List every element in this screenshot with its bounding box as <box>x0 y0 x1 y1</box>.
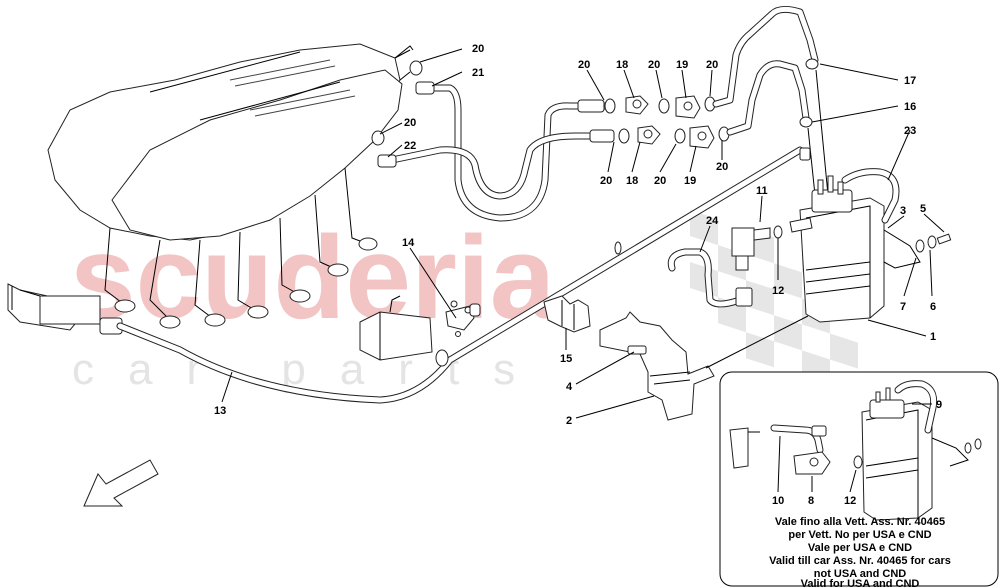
callout-22: 22 <box>404 140 416 152</box>
callout-20: 20 <box>600 175 612 187</box>
callout-20: 20 <box>472 43 484 55</box>
note-line-3: Vale per USA e CND <box>808 542 912 554</box>
callout-7: 7 <box>900 301 906 313</box>
callout-23: 23 <box>904 125 916 137</box>
lower-pipe-22 <box>377 132 604 200</box>
upper-pipe-21 <box>415 81 612 222</box>
callout-20: 20 <box>716 161 728 173</box>
callout-12: 12 <box>844 495 856 507</box>
charcoal-canister <box>799 168 952 323</box>
clip-15 <box>543 295 591 333</box>
callout-18: 18 <box>616 59 628 71</box>
mounting-bracket-2 <box>599 311 715 421</box>
inset-note: Vale fino alla Vett. Ass. Nr. 40465 per … <box>769 516 951 588</box>
callout-24: 24 <box>706 215 719 227</box>
callout-4: 4 <box>566 381 573 393</box>
callout-19: 19 <box>676 59 688 71</box>
watermark-sub: car parts <box>72 345 549 394</box>
callout-20: 20 <box>706 59 718 71</box>
valve-row-bottom <box>589 125 730 149</box>
note-line-4: Valid till car Ass. Nr. 40465 for cars <box>769 555 951 567</box>
callout-2: 2 <box>566 415 572 427</box>
callout-18: 18 <box>626 175 638 187</box>
callout-10: 10 <box>772 495 784 507</box>
callout-20: 20 <box>648 59 660 71</box>
callout-20: 20 <box>654 175 666 187</box>
note-line-6: Valid for USA and CND <box>801 578 920 588</box>
leader-lines <box>221 48 945 493</box>
pipe-13 <box>116 146 804 404</box>
callout-12: 12 <box>772 285 784 297</box>
callout-labels: 20 21 20 22 20 18 20 19 20 17 16 23 20 1… <box>214 43 942 507</box>
purge-valve-left <box>7 283 123 335</box>
inset-panel <box>719 371 999 587</box>
callout-19: 19 <box>684 175 696 187</box>
callout-6: 6 <box>930 301 936 313</box>
upper-right-pipes <box>712 5 829 196</box>
note-line-1: Vale fino alla Vett. Ass. Nr. 40465 <box>775 516 945 528</box>
valve-row-top <box>577 95 716 119</box>
callout-5: 5 <box>920 203 926 215</box>
clamps-left <box>371 60 423 146</box>
callout-15: 15 <box>560 353 572 365</box>
bracket-14 <box>359 295 481 361</box>
callout-20: 20 <box>578 59 590 71</box>
hose-24 <box>667 248 753 308</box>
callout-3: 3 <box>900 205 906 217</box>
engine-intake-manifold <box>47 43 414 329</box>
callout-13: 13 <box>214 405 226 417</box>
callout-11: 11 <box>756 185 768 197</box>
callout-21: 21 <box>472 67 484 79</box>
callout-9: 9 <box>936 399 942 411</box>
callout-16: 16 <box>904 101 916 113</box>
solenoid-valve-11 <box>731 217 813 271</box>
note-line-2: per Vett. No per USA e CND <box>788 529 931 541</box>
callout-14: 14 <box>402 237 415 249</box>
callout-1: 1 <box>930 331 936 343</box>
callout-20: 20 <box>404 117 416 129</box>
callout-8: 8 <box>808 495 814 507</box>
note-line-5: not USA and CND <box>814 568 907 580</box>
direction-arrow-icon <box>83 459 159 507</box>
callout-17: 17 <box>904 75 916 87</box>
